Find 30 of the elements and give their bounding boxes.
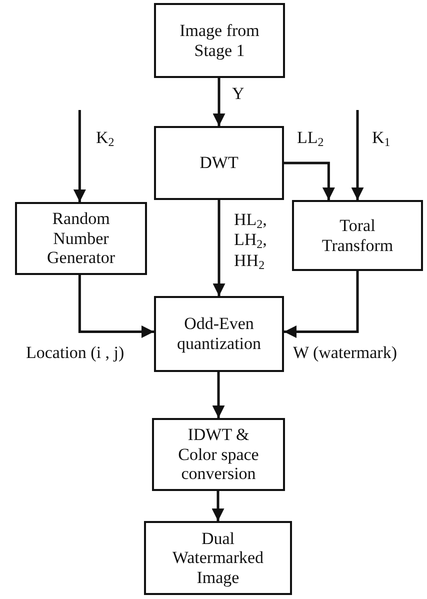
arrow [73,110,86,202]
edge-label: W (watermark) [293,343,397,364]
arrow [284,162,335,200]
box-label: Dual Watermarked Image [171,528,265,588]
edge-label: K$_{2}$ [96,128,114,148]
arrow [351,110,364,200]
box-label: Odd-Even quantization [176,314,262,354]
process-box [154,3,285,78]
box-label: Image from Stage 1 [178,20,260,60]
process-box [152,418,285,491]
edge-label: K$_{1}$ [372,128,390,148]
process-box [154,296,284,372]
process-box [154,126,284,200]
box-label: IDWT & Color space conversion [177,425,260,484]
process-box [292,200,423,271]
process-box [15,202,147,275]
edge-label: HL$_{2}$, LH$_{2}$, HH$_{2}$ [234,210,268,272]
box-label: DWT [200,153,238,173]
edge-label: Location (i , j) [26,343,124,364]
arrow [212,200,226,296]
arrow [212,491,224,521]
edge-label: Y [232,84,244,104]
box-label: Toral Transform [320,216,394,256]
box-label: Random Number Generator [46,209,116,268]
arrow [212,78,226,126]
edge-label: LL$_{2}$ [297,128,324,148]
arrow [212,372,225,418]
arrow [284,271,359,338]
process-box [144,521,292,595]
arrow [78,275,154,338]
